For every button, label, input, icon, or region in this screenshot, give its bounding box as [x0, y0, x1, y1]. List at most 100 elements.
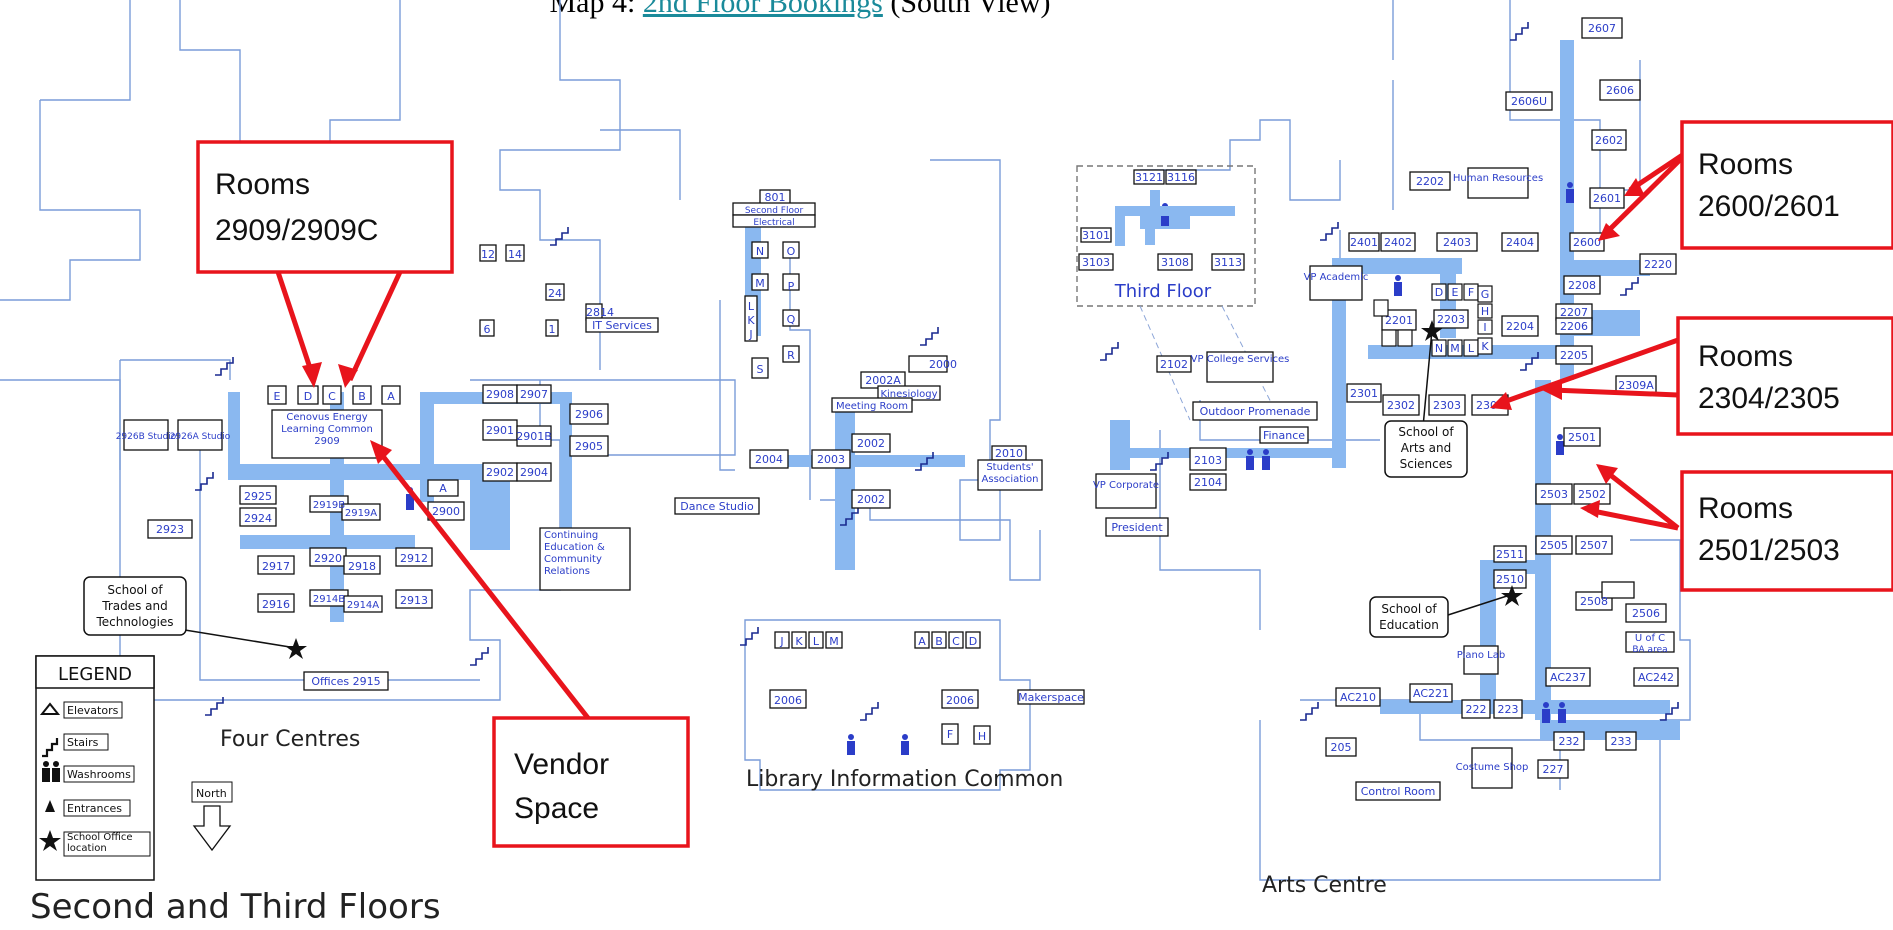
label-2912: 2912 [400, 552, 428, 565]
north-arrow-icon [192, 805, 232, 852]
label-E: E [274, 390, 281, 403]
label-2002: 2002 [857, 437, 885, 450]
label-2201: 2201 [1385, 314, 1413, 327]
label-students-association: Students' Association [981, 462, 1039, 485]
label-2925: 2925 [244, 490, 272, 503]
label-2511: 2511 [1496, 548, 1524, 561]
callout-2909-line2: 2909/2909C [215, 214, 378, 247]
label-grid-D: D [1435, 286, 1443, 299]
label-O: O [787, 245, 796, 258]
label-finance: Finance [1263, 429, 1305, 442]
room-2919a[interactable] [341, 503, 381, 521]
label-2102: 2102 [1160, 358, 1188, 371]
room-D[interactable] [297, 385, 319, 405]
room-2909[interactable] [271, 409, 383, 459]
label-3103: 3103 [1082, 256, 1110, 269]
library-label: Library Information Common [746, 767, 1063, 792]
label-C: C [328, 390, 336, 403]
room-2925[interactable] [239, 485, 277, 505]
room-continuing-education[interactable] [539, 527, 631, 591]
third-floor-box [1076, 165, 1256, 307]
label-2919a: 2919A [345, 508, 377, 519]
label-costume-shop: Costume Shop [1456, 762, 1529, 773]
label-2913: 2913 [400, 594, 428, 607]
callout-2304-line1: Rooms [1698, 340, 1793, 373]
label-2206: 2206 [1560, 320, 1588, 333]
label-2907: 2907 [520, 388, 548, 401]
north-label: North [196, 787, 227, 800]
star-icon [39, 830, 61, 851]
label-grid-G: G [1481, 288, 1490, 301]
label-2402: 2402 [1384, 236, 1412, 249]
floor-bookings-link[interactable]: 2nd Floor Bookings [642, 0, 883, 19]
room-2926b[interactable] [123, 419, 169, 451]
label-uofc: U of C [1635, 633, 1665, 644]
room-2913[interactable] [395, 589, 433, 609]
label-2000: 2000 [929, 358, 957, 371]
label-2602: 2602 [1595, 134, 1623, 147]
label-lib-K: K [795, 635, 803, 648]
room-2924[interactable] [239, 507, 277, 527]
room-2918[interactable] [343, 555, 381, 575]
label-ac221: AC221 [1413, 687, 1449, 700]
room-2912[interactable] [395, 547, 433, 567]
four-centres-label: Four Centres [220, 727, 360, 752]
label-222: 222 [1466, 703, 1487, 716]
label-2607: 2607 [1588, 22, 1616, 35]
stairs-icon [42, 738, 59, 758]
label-2002a: 2002A [865, 374, 901, 387]
label-2917: 2917 [262, 560, 290, 573]
label-it-services: IT Services [592, 319, 652, 332]
label-2202: 2202 [1416, 175, 1444, 188]
label-lib-J: J [779, 635, 783, 648]
label-M: M [755, 277, 765, 290]
label-ba-area: BA area [1632, 645, 1667, 655]
label-outdoor-promenade: Outdoor Promenade [1200, 405, 1311, 418]
room-C[interactable] [322, 385, 342, 405]
room-2926a[interactable] [177, 419, 223, 451]
room-2907[interactable] [516, 384, 552, 404]
label-2914a: 2914A [347, 600, 379, 611]
callout-arrows [275, 147, 1692, 720]
label-2606: 2606 [1606, 84, 1634, 97]
room-2914a[interactable] [343, 595, 383, 613]
label-P: P [788, 280, 795, 293]
label-students-wrap: Students' Association [981, 462, 1039, 485]
callout-2600-line2: 2600/2601 [1698, 190, 1840, 223]
label-3113: 3113 [1214, 256, 1242, 269]
label-2501: 2501 [1568, 431, 1596, 444]
label-offices-2915: Offices 2915 [311, 675, 380, 688]
legend-elevators: Elevators [67, 704, 119, 717]
room-2905[interactable] [569, 435, 609, 457]
label-meeting-room: Meeting Room [836, 401, 908, 412]
label-801: 801 [765, 191, 786, 204]
label-2902: 2902 [486, 466, 514, 479]
label-2600: 2600 [1573, 236, 1601, 249]
room-2917[interactable] [257, 555, 295, 575]
label-2104: 2104 [1194, 476, 1222, 489]
room-2901b[interactable] [516, 425, 552, 447]
label-control-room: Control Room [1361, 785, 1436, 798]
room-offices-2915[interactable] [303, 671, 389, 691]
arts-centre-label: Arts Centre [1262, 873, 1387, 898]
education-line2: Education [1379, 618, 1439, 632]
legend-school-office-wrap: School Office location [67, 832, 133, 854]
room-B[interactable] [352, 385, 372, 405]
label-lib-C: C [952, 635, 960, 648]
map-title: Second and Third Floors [30, 887, 441, 927]
room-E[interactable] [267, 385, 287, 405]
room-2916[interactable] [257, 593, 295, 613]
label-2916: 2916 [262, 598, 290, 611]
callout-vendor-line1: Vendor [514, 748, 609, 781]
label-makerspace: Makerspace [1018, 691, 1084, 704]
label-J: J [748, 328, 752, 341]
label-continuing-education: Continuing Education & Community Relatio… [544, 530, 605, 577]
room-A-four-centres[interactable] [381, 385, 401, 405]
room-2906[interactable] [569, 403, 609, 425]
room-2923[interactable] [147, 519, 193, 539]
label-grid-F: F [1468, 286, 1474, 299]
room-A-small[interactable] [427, 479, 459, 497]
label-2309a: 2309A [1618, 379, 1654, 392]
label-3108: 3108 [1161, 256, 1189, 269]
room-2904[interactable] [516, 462, 552, 482]
